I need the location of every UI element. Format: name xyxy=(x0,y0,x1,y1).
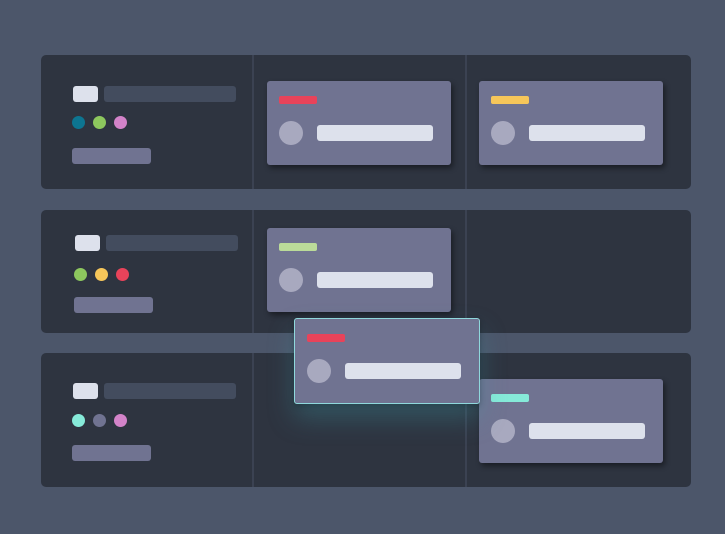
column-divider xyxy=(252,210,254,333)
task-card[interactable] xyxy=(479,81,663,165)
card-text-placeholder xyxy=(529,423,645,439)
avatar xyxy=(491,121,515,145)
column-divider xyxy=(252,55,254,189)
swimlane-2-header xyxy=(41,210,252,333)
card-text-placeholder xyxy=(345,363,461,379)
lane-subtitle-placeholder xyxy=(74,297,153,313)
card-text-placeholder xyxy=(529,125,645,141)
card-tag xyxy=(279,96,317,104)
lane-subtitle-placeholder xyxy=(72,148,151,164)
column-divider xyxy=(465,353,467,487)
task-card[interactable] xyxy=(479,379,663,463)
avatar xyxy=(279,268,303,292)
swimlane-2 xyxy=(41,210,691,333)
task-card[interactable] xyxy=(267,81,451,165)
column-divider xyxy=(465,210,467,333)
avatar xyxy=(491,419,515,443)
dragging-task-card[interactable] xyxy=(294,318,480,404)
column-divider xyxy=(465,55,467,189)
status-dot xyxy=(93,116,106,129)
lane-title-placeholder xyxy=(106,235,238,251)
status-dot xyxy=(114,414,127,427)
swimlane-1-header xyxy=(41,55,252,189)
swimlane-3-header xyxy=(41,353,252,487)
lane-title-placeholder xyxy=(104,86,236,102)
card-tag xyxy=(491,394,529,402)
card-tag xyxy=(307,334,345,342)
status-dot xyxy=(74,268,87,281)
avatar xyxy=(307,359,331,383)
card-text-placeholder xyxy=(317,125,433,141)
status-dot xyxy=(72,414,85,427)
lane-title-placeholder xyxy=(104,383,236,399)
lane-label-chip xyxy=(73,86,98,102)
status-dot xyxy=(93,414,106,427)
status-dot xyxy=(72,116,85,129)
lane-label-chip xyxy=(73,383,98,399)
status-dot xyxy=(116,268,129,281)
task-card[interactable] xyxy=(267,228,451,312)
avatar xyxy=(279,121,303,145)
card-tag xyxy=(491,96,529,104)
lane-subtitle-placeholder xyxy=(72,445,151,461)
lane-label-chip xyxy=(75,235,100,251)
status-dot xyxy=(95,268,108,281)
card-tag xyxy=(279,243,317,251)
status-dot xyxy=(114,116,127,129)
column-divider xyxy=(252,353,254,487)
swimlane-1 xyxy=(41,55,691,189)
card-text-placeholder xyxy=(317,272,433,288)
